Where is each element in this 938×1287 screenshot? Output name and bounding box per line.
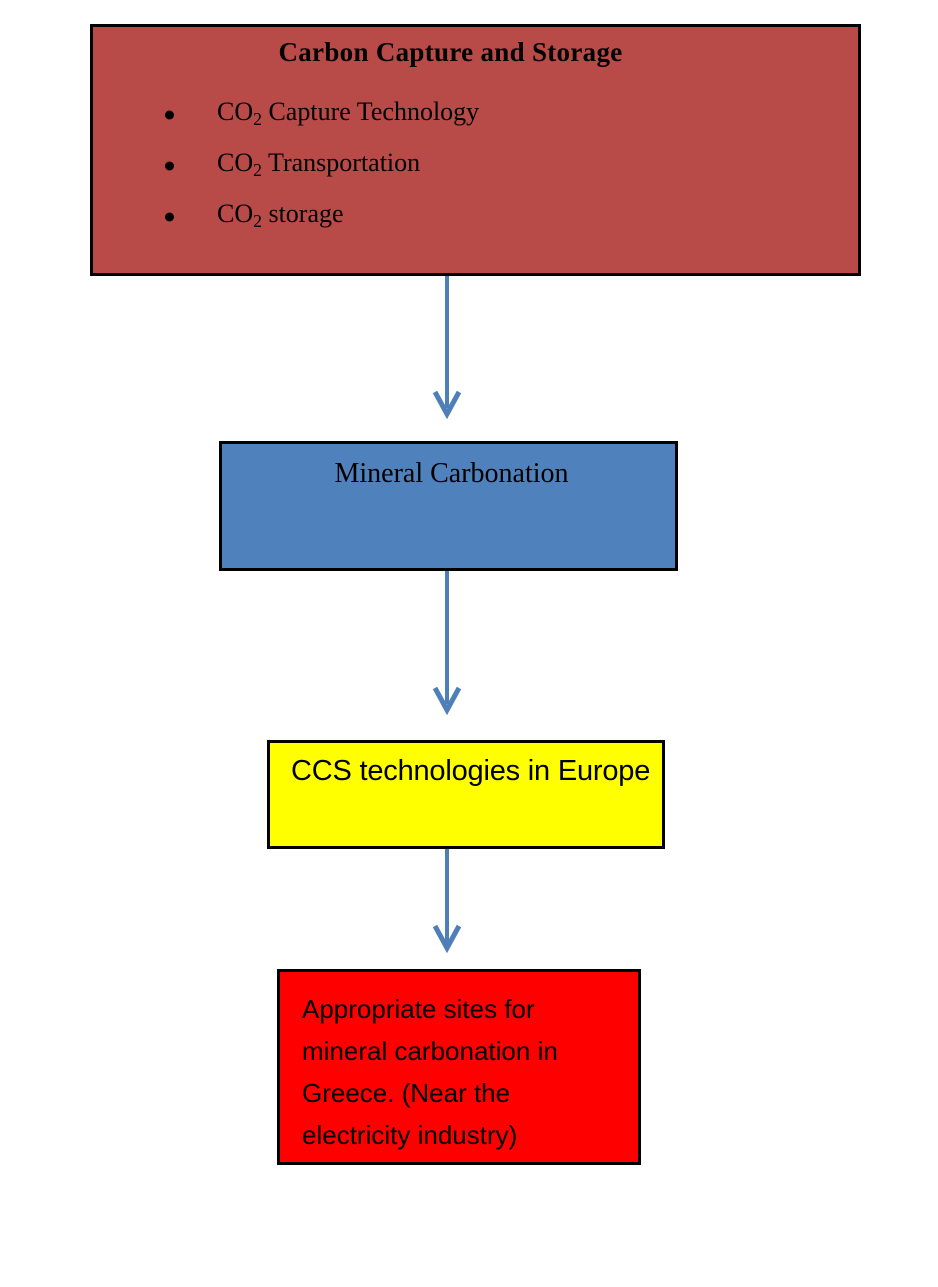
bullet-text-prefix: CO xyxy=(217,97,254,126)
node-label-mineral-carbonation: Mineral Carbonation xyxy=(334,458,569,489)
node-mineral-carbonation[interactable]: Mineral Carbonation xyxy=(219,441,678,571)
list-item: CO2 Capture Technology xyxy=(93,90,858,141)
node-label-line: electricity industry) xyxy=(302,1120,518,1150)
node-label-line: Appropriate sites for xyxy=(302,994,535,1024)
arrow-head-chevron xyxy=(432,390,462,420)
list-item: CO2 Transportation xyxy=(93,141,858,192)
node-label-line: Greece. (Near the xyxy=(302,1078,511,1108)
node-title-carbon-capture-and-storage: Carbon Capture and Storage xyxy=(278,37,623,67)
bullet-text-suffix: storage xyxy=(261,198,344,228)
bullet-text-prefix: CO xyxy=(217,198,254,228)
bullet-dot-icon xyxy=(165,110,174,120)
bullet-text-subscript: 2 xyxy=(253,108,262,129)
arrow-head-chevron xyxy=(432,686,462,716)
bullet-text-suffix: Capture Technology xyxy=(261,97,480,126)
arrow-head-chevron xyxy=(432,924,462,954)
bullet-text-suffix: Transportation xyxy=(261,147,421,177)
bullet-text-prefix: CO xyxy=(217,147,254,177)
bullet-text-subscript: 2 xyxy=(253,210,262,231)
node-label-ccs-technologies-in-europe: CCS technologies in Europe xyxy=(291,755,651,787)
arrow-mineral-to-europe xyxy=(432,570,462,716)
bullet-dot-icon xyxy=(165,161,174,171)
arrow-ccs-to-mineral xyxy=(432,272,462,420)
node-label-appropriate-sites: Appropriate sites for mineral carbonatio… xyxy=(280,972,638,1156)
list-item: CO2 storage xyxy=(93,192,858,243)
arrow-europe-to-sites xyxy=(432,847,462,954)
bullet-list-ccs: CO2 Capture Technology CO2 Transportatio… xyxy=(93,90,858,243)
node-carbon-capture-and-storage[interactable]: Carbon Capture and Storage CO2 Capture T… xyxy=(90,24,861,276)
bullet-text-subscript: 2 xyxy=(253,159,262,180)
bullet-dot-icon xyxy=(165,212,174,222)
node-label-line: mineral carbonation in xyxy=(302,1036,558,1066)
node-appropriate-sites[interactable]: Appropriate sites for mineral carbonatio… xyxy=(277,969,641,1165)
node-ccs-technologies-in-europe[interactable]: CCS technologies in Europe xyxy=(267,740,665,849)
